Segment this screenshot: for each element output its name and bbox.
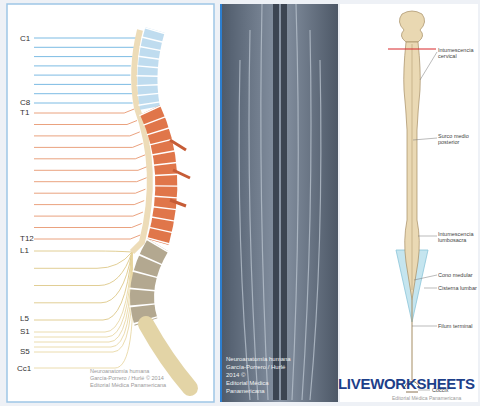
watermark-text: García-Porrero / Hurlé © 2014: [90, 375, 200, 381]
nerve-line: [34, 178, 147, 182]
photo-watermark: Editorial Médica: [226, 380, 336, 387]
nerve-line: [34, 251, 132, 252]
photo-watermark: García-Porrero / Hurlé: [226, 364, 336, 371]
filum-line: [412, 300, 413, 380]
level-label: L5: [20, 314, 40, 323]
watermark-text: Editorial Médica Panamericana: [90, 382, 200, 388]
part-label: Cono medular: [438, 272, 478, 278]
nerve-line: [34, 252, 132, 286]
photo-nerves: [239, 4, 321, 400]
nerve-line: [34, 56, 133, 57]
red-cut-line: [388, 49, 436, 50]
photo-border: [220, 4, 222, 402]
part-label: Intumescencia cervical: [438, 47, 478, 60]
level-label: T1: [20, 108, 40, 117]
vertebra-gaps: [142, 245, 158, 322]
nerve-line: [34, 252, 132, 332]
watermark-text: Neuroanatomía humana: [90, 368, 200, 374]
nerve-line: [34, 252, 132, 342]
level-label: Cc1: [17, 364, 39, 373]
spinous-process: [170, 140, 190, 206]
level-label: T12: [20, 234, 40, 243]
photo-watermark: Neuroanatomía humana: [226, 356, 336, 363]
logo-text: LIVEWORKSHEETS: [338, 375, 480, 392]
nerve-line: [34, 224, 142, 228]
nerve-line: [34, 65, 131, 66]
publisher-text: Editorial Médica Panamericana: [392, 396, 480, 402]
nerve-line: [34, 212, 143, 216]
part-label: Filum terminal: [438, 323, 478, 329]
leader-lines: [412, 52, 437, 390]
vertebra-gaps: [147, 30, 155, 108]
nerve-line: [34, 252, 132, 303]
level-label: C8: [20, 98, 40, 107]
photo-watermark: 2014 ©: [226, 372, 336, 379]
nerve-line: [34, 252, 133, 368]
nerve-line: [34, 252, 132, 320]
thoracic-vertebrae: [150, 110, 166, 242]
nerve-line: [34, 166, 148, 170]
photo-watermark: Panamericana: [226, 388, 336, 395]
photo-background: [222, 4, 338, 402]
nerve-lines: [34, 38, 148, 368]
nerve-line: [34, 252, 132, 347]
nerve-line: [34, 155, 145, 159]
nerve-line: [34, 132, 140, 136]
part-label: Surco medio posterior: [438, 133, 478, 146]
brainstem: [399, 11, 424, 42]
nerve-line: [34, 121, 137, 125]
nerve-line: [34, 201, 144, 205]
right-panel: [340, 4, 478, 402]
nerve-line: [34, 75, 130, 76]
level-label: S1: [20, 327, 40, 336]
nerve-line: [34, 109, 134, 113]
nerve-line: [34, 47, 135, 48]
left-panel: [7, 4, 214, 402]
cervical-vertebrae: [147, 30, 155, 108]
nerve-line: [34, 235, 140, 239]
photo-cord: [276, 4, 284, 400]
lumbar-vertebrae: [142, 245, 158, 322]
level-label: S5: [20, 347, 40, 356]
nerve-line: [34, 84, 131, 85]
nerve-line: [34, 252, 132, 337]
nerve-line: [34, 38, 136, 39]
level-label: L1: [20, 246, 40, 255]
nerve-line: [34, 252, 132, 352]
vertebra-gaps: [150, 110, 166, 242]
part-label: Intumescencia lumbosacra: [438, 231, 478, 244]
nerve-line: [34, 189, 145, 193]
posterior-median-sulcus: [412, 44, 413, 290]
nerve-line: [34, 103, 133, 104]
part-label: Cisterna lumbar: [438, 285, 478, 291]
spinal-cord-outline: [404, 42, 421, 300]
nerve-line: [34, 252, 132, 268]
nerve-line: [34, 93, 132, 94]
nerve-line: [34, 143, 143, 147]
level-label: C1: [20, 34, 40, 43]
